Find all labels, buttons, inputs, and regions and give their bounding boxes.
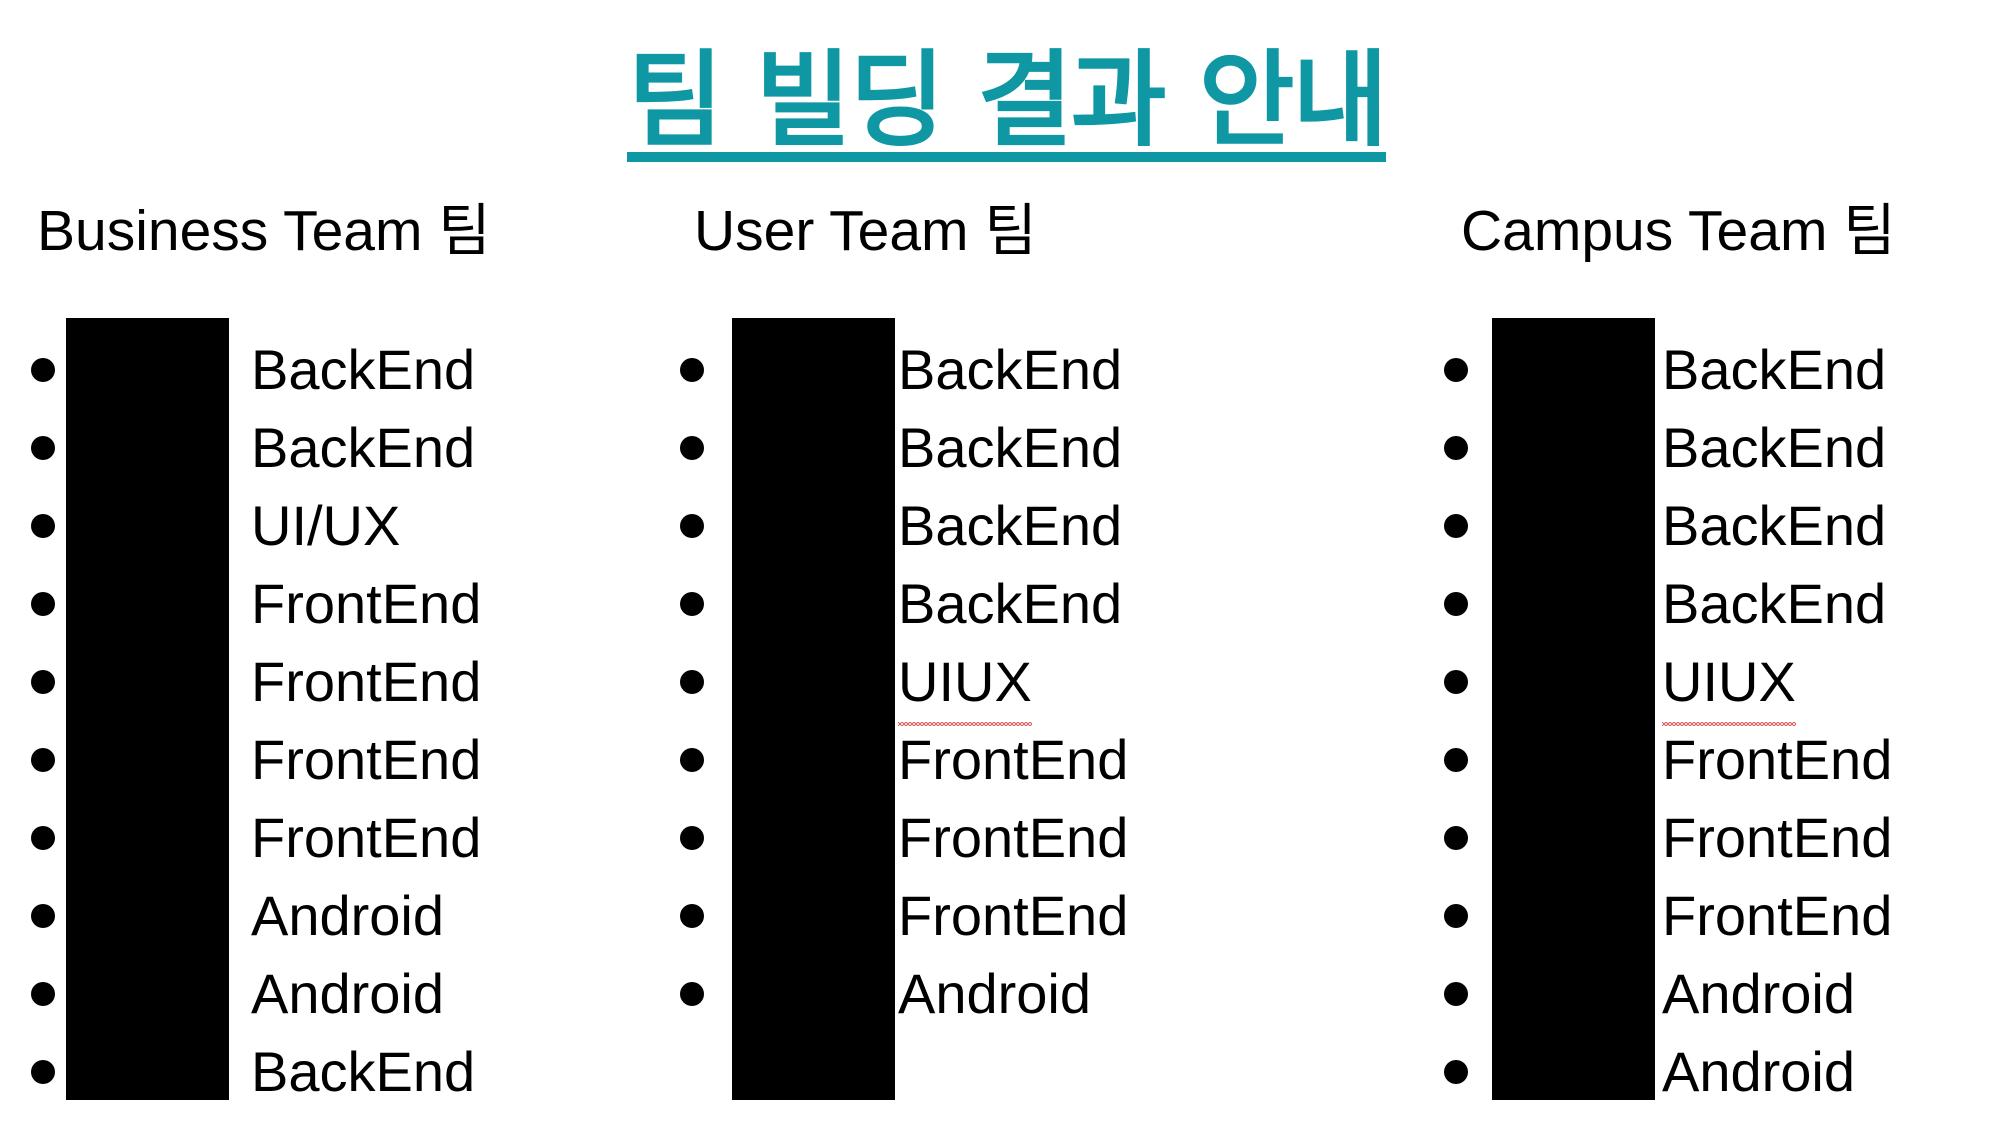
member-role: BackEnd — [1662, 338, 1887, 401]
redaction-box-business-names — [66, 318, 229, 1100]
member-role: FrontEnd — [898, 728, 1129, 791]
member-role: FrontEnd — [251, 572, 482, 635]
bullet-icon — [31, 514, 55, 538]
bullet-icon — [680, 358, 704, 382]
member-role: BackEnd — [898, 338, 1123, 401]
bullet-icon — [31, 982, 55, 1006]
bullet-icon — [680, 904, 704, 928]
spellcheck-underline — [898, 722, 1032, 726]
bullet-icon — [1444, 904, 1468, 928]
bullet-icon — [31, 670, 55, 694]
bullet-icon — [1444, 358, 1468, 382]
member-role: BackEnd — [251, 1040, 476, 1103]
member-role: UIUX — [898, 644, 1032, 726]
bullet-icon — [1444, 436, 1468, 460]
bullet-icon — [680, 592, 704, 616]
team-heading-user: User Team 팀 — [694, 199, 1037, 263]
bullet-icon — [31, 436, 55, 460]
bullet-icon — [680, 436, 704, 460]
member-role: FrontEnd — [898, 806, 1129, 869]
member-role: BackEnd — [1662, 572, 1887, 635]
bullet-icon — [1444, 1060, 1468, 1084]
member-role: BackEnd — [898, 494, 1123, 557]
member-role: Android — [898, 962, 1092, 1025]
member-role: FrontEnd — [1662, 728, 1893, 791]
member-role: BackEnd — [1662, 416, 1887, 479]
member-role: FrontEnd — [251, 728, 482, 791]
member-role: FrontEnd — [898, 884, 1129, 947]
bullet-icon — [31, 1060, 55, 1084]
redaction-box-user-names — [732, 318, 895, 1100]
bullet-icon — [680, 514, 704, 538]
bullet-icon — [680, 748, 704, 772]
bullet-icon — [1444, 514, 1468, 538]
member-role: BackEnd — [1662, 494, 1887, 557]
member-role: FrontEnd — [1662, 806, 1893, 869]
bullet-icon — [1444, 670, 1468, 694]
member-role: Android — [251, 962, 445, 1025]
bullet-icon — [31, 748, 55, 772]
member-role: Android — [1662, 1040, 1856, 1103]
bullet-icon — [31, 904, 55, 928]
spellcheck-underline — [1662, 722, 1796, 726]
member-role: FrontEnd — [251, 650, 482, 713]
bullet-icon — [1444, 982, 1468, 1006]
member-role: UIUX — [1662, 644, 1796, 726]
bullet-icon — [1444, 748, 1468, 772]
member-role: Android — [1662, 962, 1856, 1025]
bullet-icon — [680, 670, 704, 694]
bullet-icon — [680, 982, 704, 1006]
member-role: BackEnd — [251, 416, 476, 479]
member-role: FrontEnd — [251, 806, 482, 869]
redaction-box-campus-names — [1492, 318, 1655, 1100]
title-underline — [627, 152, 1386, 162]
bullet-icon — [31, 826, 55, 850]
bullet-icon — [31, 358, 55, 382]
member-role: FrontEnd — [1662, 884, 1893, 947]
member-role: BackEnd — [251, 338, 476, 401]
member-role: Android — [251, 884, 445, 947]
team-heading-campus: Campus Team 팀 — [1461, 199, 1896, 263]
bullet-icon — [1444, 592, 1468, 616]
member-role: UI/UX — [251, 494, 401, 557]
bullet-icon — [1444, 826, 1468, 850]
member-role: BackEnd — [898, 572, 1123, 635]
bullet-icon — [680, 826, 704, 850]
bullet-icon — [31, 592, 55, 616]
team-heading-business: Business Team 팀 — [37, 199, 491, 263]
slide-title: 팀 빌딩 결과 안내 — [627, 39, 1388, 161]
member-role: BackEnd — [898, 416, 1123, 479]
